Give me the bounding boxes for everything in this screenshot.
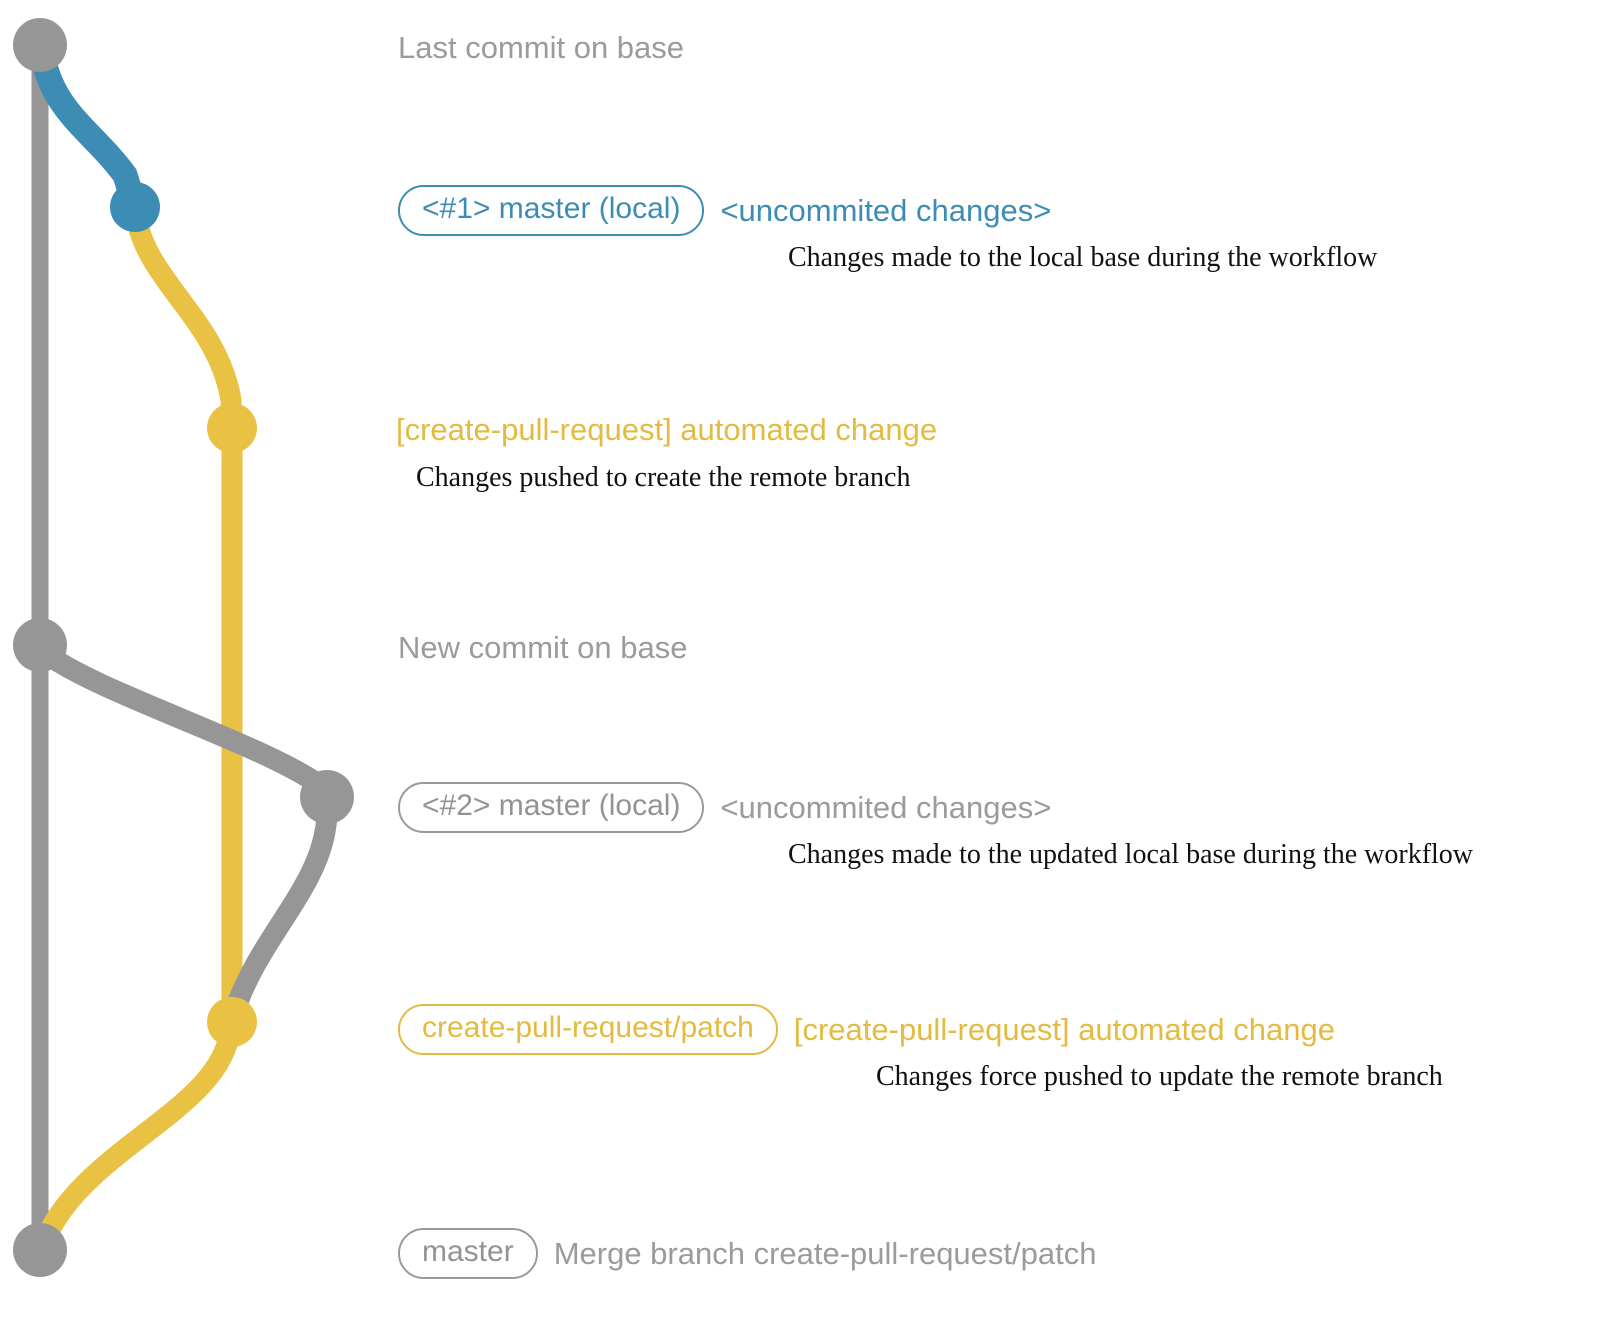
local-branch-1-line <box>29 39 148 220</box>
commit-title-new-commit-on-base: New commit on base <box>398 630 688 665</box>
commit-title-automated-change-1: [create-pull-request] automated change <box>396 412 938 447</box>
commit-row-local-master-2: <#2> master (local) <uncommited changes> <box>398 782 1051 833</box>
commit-desc-automated-change-1: Changes pushed to create the remote bran… <box>416 462 911 493</box>
commit-row-local-master-1: <#1> master (local) <uncommited changes> <box>398 185 1051 236</box>
commit-row-automated-change-1: [create-pull-request] automated change <box>396 414 937 445</box>
local-branch-2-line <box>33 641 338 808</box>
commit-title-last-commit-on-base: Last commit on base <box>398 30 685 65</box>
commit-desc-local-master-1: Changes made to the local base during th… <box>788 242 1378 273</box>
new-base-commit-node[interactable] <box>13 618 67 672</box>
local-change-2-node[interactable] <box>300 770 354 824</box>
patch-branch-1-line <box>125 204 243 439</box>
commit-row-merge-commit: master Merge branch create-pull-request/… <box>398 1228 1096 1279</box>
local-to-patch-2-line <box>221 794 338 1033</box>
commit-title-automated-change-2: [create-pull-request] automated change <box>793 1012 1335 1047</box>
patch-commit-1-node[interactable] <box>207 403 257 453</box>
commit-row-new-commit-on-base: New commit on base <box>398 632 687 663</box>
commit-title-merge-commit: Merge branch create-pull-request/patch <box>553 1236 1097 1271</box>
commit-title-local-master-2: <uncommited changes> <box>720 790 1052 825</box>
merge-commit-node[interactable] <box>13 1223 67 1277</box>
commit-title-local-master-1: <uncommited changes> <box>720 193 1052 228</box>
base-head-node[interactable] <box>13 18 67 72</box>
branch-badge-local-master-1[interactable]: <#1> master (local) <box>398 185 705 236</box>
local-change-1-node[interactable] <box>110 182 160 232</box>
patch-commit-2-node[interactable] <box>207 997 257 1047</box>
branch-badge-local-master-2[interactable]: <#2> master (local) <box>398 782 705 833</box>
commit-row-automated-change-2: create-pull-request/patch [create-pull-r… <box>398 1004 1335 1055</box>
git-graph-canvas <box>13 18 354 1277</box>
merge-into-base-line <box>29 1019 241 1261</box>
commit-desc-local-master-2: Changes made to the updated local base d… <box>788 839 1474 870</box>
commit-desc-automated-change-2: Changes force pushed to update the remot… <box>876 1061 1443 1092</box>
commit-row-last-commit-on-base: Last commit on base <box>398 32 684 63</box>
branch-badge-master[interactable]: master <box>398 1228 538 1279</box>
branch-badge-create-pull-request-patch[interactable]: create-pull-request/patch <box>398 1004 778 1055</box>
